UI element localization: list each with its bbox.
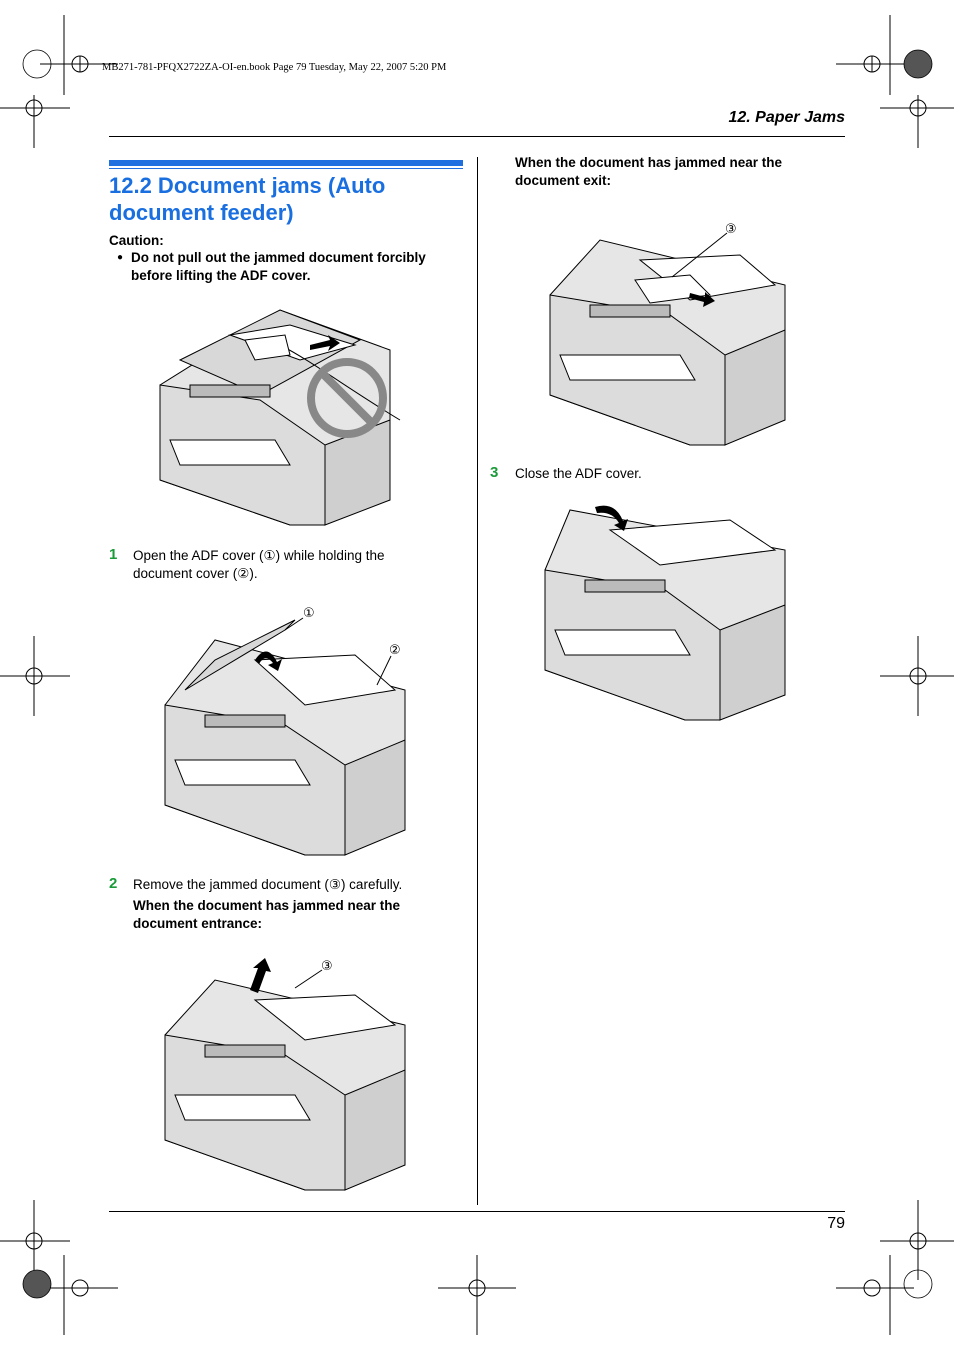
column-divider [477, 157, 478, 1205]
step-2-line1: Remove the jammed document (③) carefully… [133, 877, 403, 892]
exit-line2: document exit: [515, 172, 612, 188]
section-title-line1: 12.2 Document jams (Auto [109, 173, 386, 198]
step-number: 2 [109, 875, 118, 892]
section-title: 12.2 Document jams (Auto document feeder… [109, 172, 469, 226]
chapter-header: 12. Paper Jams [728, 109, 845, 126]
page-number: 79 [827, 1215, 845, 1232]
entrance-note: When the document has jammed near the do… [133, 897, 463, 932]
fig-close-adf-cover [544, 505, 786, 721]
entrance-line2: document entrance: [133, 915, 263, 931]
exit-note: When the document has jammed near the do… [515, 154, 845, 189]
entrance-line1: When the document has jammed near the [133, 898, 401, 913]
caution-text: Do not pull out the jammed document forc… [131, 249, 461, 284]
fig-remove-entrance: ③ [164, 958, 406, 1191]
callout-2: ② [389, 643, 401, 658]
caution-label: Caution: [109, 233, 164, 248]
footer-rule [109, 1211, 845, 1212]
section-title-line2: document feeder) [109, 200, 294, 225]
section-bar [109, 160, 463, 166]
step-1-text: Open the ADF cover (①) while holding the… [133, 547, 463, 582]
callout-3: ③ [725, 222, 737, 237]
fig-remove-exit: ③ [549, 222, 786, 446]
callout-3: ③ [321, 959, 333, 974]
caution-line2: before lifting the ADF cover. [131, 267, 311, 283]
bullet-icon: ● [117, 252, 124, 263]
caution-line1: Do not pull out the jammed document forc… [131, 250, 426, 265]
file-info: MB271-781-PFQX2722ZA-OI-en.book Page 79 … [102, 62, 447, 73]
step-1-line2: document cover (②). [133, 565, 258, 581]
fig-do-not-pull [159, 309, 401, 526]
exit-line1: When the document has jammed near the [515, 155, 783, 170]
step-number: 1 [109, 546, 118, 563]
step-number: 3 [490, 464, 499, 481]
callout-1: ① [303, 606, 315, 621]
step-3-line1: Close the ADF cover. [515, 466, 642, 481]
step-1-line1: Open the ADF cover (①) while holding the [133, 548, 385, 563]
section-bar-thin [109, 168, 463, 169]
header-rule [109, 136, 845, 137]
fig-open-adf-cover: ① ② [164, 606, 406, 856]
